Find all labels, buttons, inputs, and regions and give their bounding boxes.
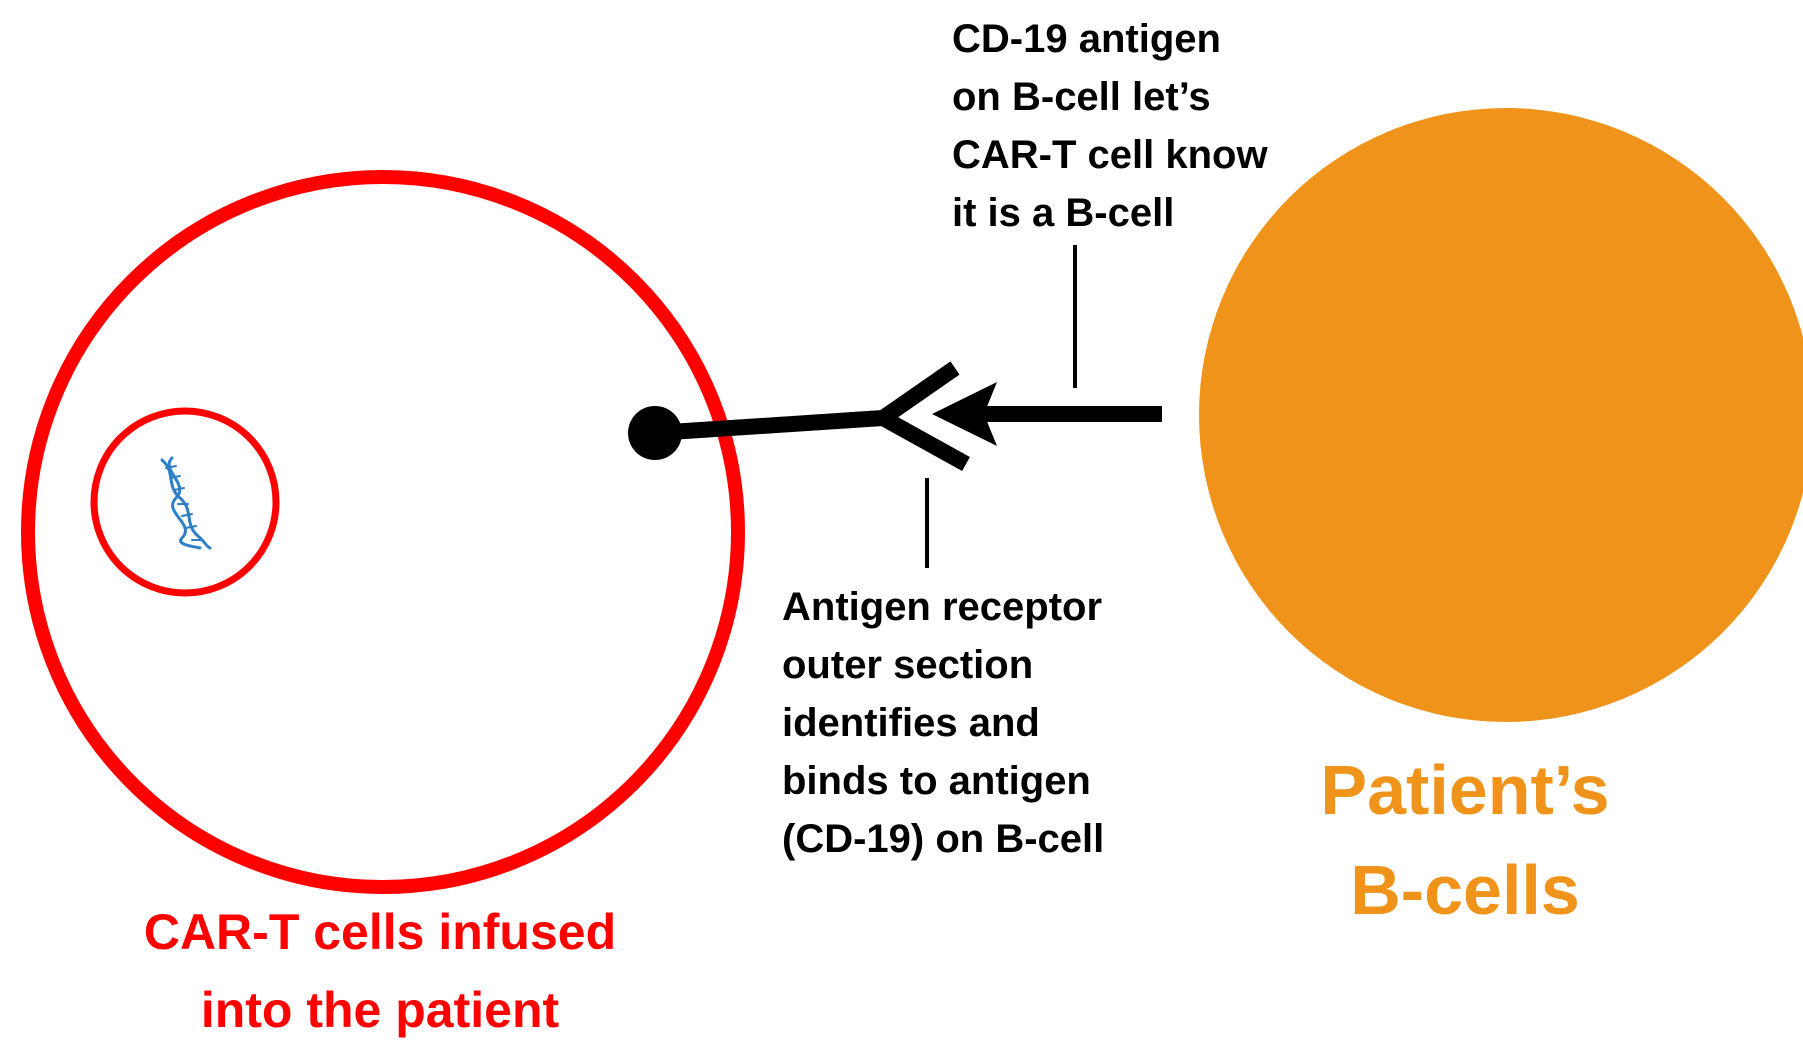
receptor-label-line: outer section (782, 643, 1034, 687)
car-t-cell-label-line: CAR-T cells infused (143, 904, 617, 960)
car-t-cell-label-line: into the patient (200, 982, 560, 1038)
antigen-label-line: CD-19 antigen (952, 17, 1221, 61)
b-cell-label-line: B-cells (1350, 851, 1580, 929)
car-t-cell (21, 170, 745, 894)
antigen-label-line: it is a B-cell (952, 191, 1175, 235)
receptor-label: Antigen receptor outer section identifie… (782, 578, 1104, 868)
b-cell-label: Patient’s B-cells (1305, 740, 1625, 940)
antigen-label: CD-19 antigen on B-cell let’s CAR-T cell… (952, 10, 1268, 242)
dna-icon (160, 456, 212, 550)
antigen-label-line: on B-cell let’s (952, 75, 1211, 119)
receptor-label-line: identifies and (782, 701, 1040, 745)
receptor-label-line: Antigen receptor (782, 585, 1103, 629)
receptor-outer-section (867, 361, 970, 471)
car-t-cell-label: CAR-T cells infused into the patient (70, 893, 690, 1049)
receptor-label-line: (CD-19) on B-cell (782, 817, 1105, 861)
b-cell (1199, 108, 1803, 722)
b-cell-label-line: Patient’s (1320, 751, 1610, 829)
cd19-antigen-arrowhead (932, 382, 997, 446)
receptor-stalk (647, 410, 891, 441)
antigen-label-line: CAR-T cell know (952, 133, 1268, 177)
receptor-label-line: binds to antigen (782, 759, 1091, 803)
car-t-nucleus (90, 407, 280, 597)
